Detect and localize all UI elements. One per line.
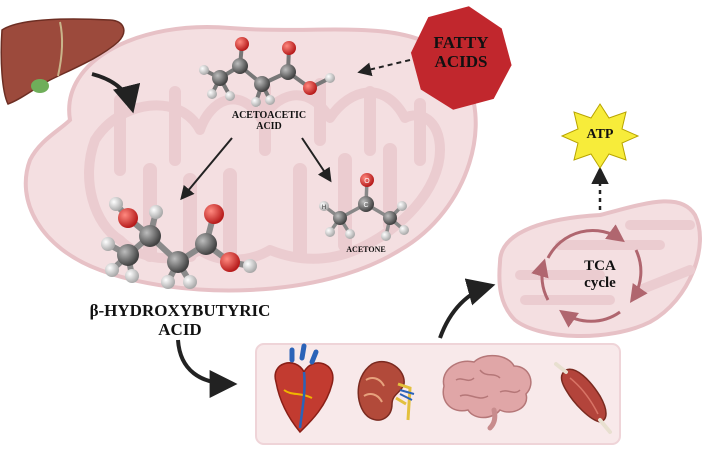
atom-hydrogen [265, 95, 275, 105]
atom-carbon [195, 233, 217, 255]
atom-carbon [254, 76, 270, 92]
atp-label: ATP [586, 127, 614, 142]
atp-starburst [560, 103, 640, 169]
fatty-acids-label: FATTY ACIDS [414, 33, 508, 71]
atom-hydrogen [325, 73, 335, 83]
to-bhb-arrow [180, 137, 233, 201]
atom-hydrogen [243, 259, 257, 273]
atom-carbon [358, 196, 374, 212]
acetoacetic-acid-label: ACETOACETIC ACID [214, 110, 324, 132]
atom-hydrogen [199, 65, 209, 75]
atom-hydrogen [109, 197, 123, 211]
tca-line-1: TCA [584, 258, 616, 274]
atom-hydrogen [225, 91, 235, 101]
fatty-acids-line-1: FATTY [433, 33, 489, 52]
atom-carbon [212, 70, 228, 86]
atom-carbon [383, 211, 397, 225]
atom-carbon [167, 251, 189, 273]
acetoacetic-line-1: ACETOACETIC [231, 110, 307, 121]
atom-hydrogen [161, 275, 175, 289]
organs-to-tca-arrow [438, 278, 496, 339]
bhb-line-2: ACID [158, 319, 202, 339]
atom-oxygen [220, 252, 240, 272]
atom-oxygen [303, 81, 317, 95]
bhb-to-organs-arrow [176, 339, 238, 398]
atom-hydrogen [251, 97, 261, 107]
tca-cycle-label: TCA cycle [566, 258, 634, 291]
small-mitochondrion [497, 199, 702, 339]
atom-hydrogen [397, 201, 407, 211]
atom-carbon [117, 244, 139, 266]
tca-line-2: cycle [584, 274, 616, 291]
atom-hydrogen [399, 225, 409, 235]
atom-label-oxygen: O [364, 178, 370, 185]
heart-icon [274, 343, 334, 434]
atom-hydrogen [183, 275, 197, 289]
brain-icon [442, 354, 532, 431]
atom-oxygen [360, 173, 374, 187]
fatty-acids-badge [410, 6, 512, 110]
atom-hydrogen [125, 269, 139, 283]
atom-hydrogen [325, 227, 335, 237]
liver-icon [0, 18, 125, 105]
atom-oxygen [235, 37, 249, 51]
atom-hydrogen [105, 263, 119, 277]
bhb-line-1: β-HYDROXYBUTYRIC [89, 301, 271, 320]
acetone-label: ACETONE [346, 245, 386, 254]
acetoacetic-line-2: ACID [256, 121, 282, 132]
atom-hydrogen [319, 201, 329, 211]
muscle-icon [554, 362, 612, 434]
to-acetone-arrow [301, 137, 332, 183]
atom-hydrogen [345, 229, 355, 239]
atom-hydrogen [101, 237, 115, 251]
bhb-label: β-HYDROXYBUTYRIC ACID [80, 301, 280, 339]
atom-label-hydrogen: H [322, 205, 326, 211]
atom-label-carbon: C [363, 202, 368, 209]
atom-oxygen [282, 41, 296, 55]
atom-carbon [280, 64, 296, 80]
fatty-acids-line-2: ACIDS [434, 51, 488, 71]
large-mitochondrion [23, 25, 478, 293]
atom-oxygen [118, 208, 138, 228]
atom-hydrogen [207, 89, 217, 99]
atom-oxygen [204, 204, 224, 224]
liver-to-mito-arrow [91, 72, 141, 114]
kidney-icon [357, 361, 415, 421]
organ-panel [255, 343, 621, 445]
atom-carbon [333, 211, 347, 225]
atom-carbon [232, 58, 248, 74]
atom-hydrogen [149, 205, 163, 219]
atom-hydrogen [381, 231, 391, 241]
atom-carbon [139, 225, 161, 247]
